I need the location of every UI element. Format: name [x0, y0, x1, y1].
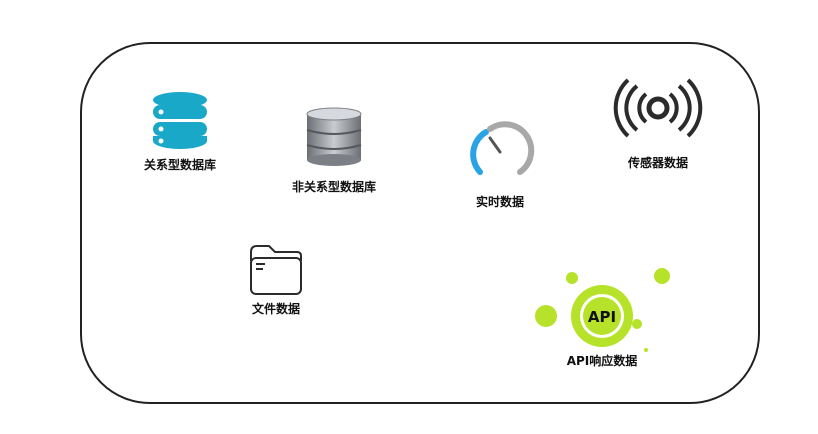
- nonrelational-db-label: 非关系型数据库: [291, 180, 377, 194]
- api-badge-text: API: [588, 308, 616, 326]
- folder-icon: [250, 245, 302, 295]
- relational-db-label: 关系型数据库: [143, 158, 217, 172]
- database-stack-icon: [153, 92, 207, 149]
- database-cylinder-icon: [306, 107, 362, 166]
- file-label: 文件数据: [251, 302, 301, 316]
- data-sources-container: [80, 42, 760, 404]
- signal-broadcast-icon: [613, 78, 703, 138]
- api-label: API响应数据: [566, 354, 638, 368]
- speedometer-gauge-icon: [470, 121, 535, 175]
- sensor-label: 传感器数据: [627, 156, 689, 170]
- realtime-label: 实时数据: [475, 195, 525, 209]
- api-badge-icon: API: [535, 268, 670, 352]
